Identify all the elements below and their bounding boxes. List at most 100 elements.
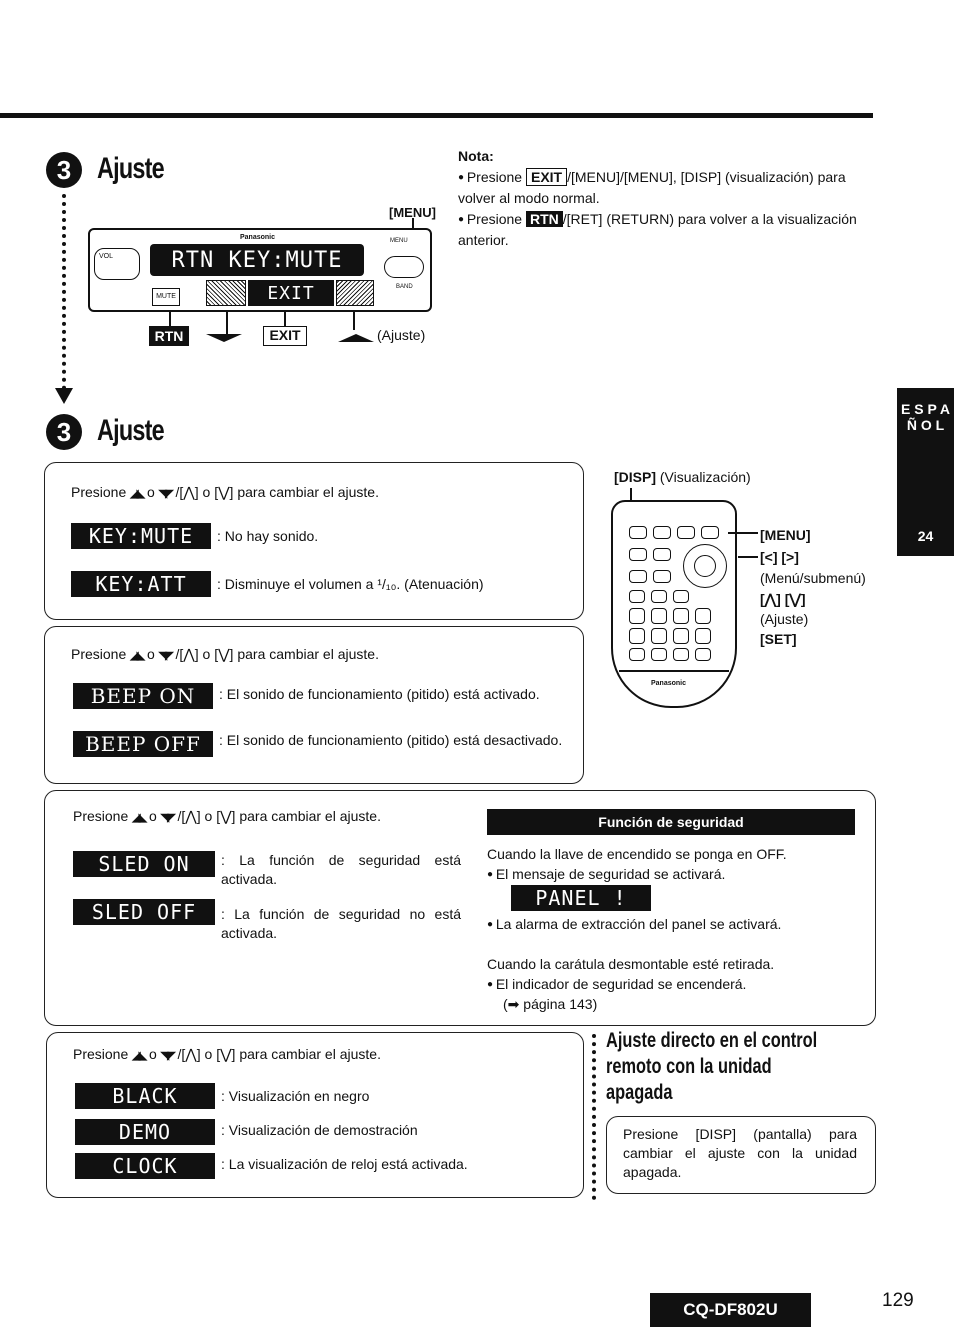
lcd-key-att: KEY:ATT: [71, 571, 211, 597]
disp-label-line: [DISP] (Visualización): [614, 469, 751, 485]
exit-key: EXIT: [263, 326, 307, 346]
security-b3: El indicador de seguridad se encenderá.: [487, 975, 867, 994]
remote-brand: Panasonic: [651, 680, 687, 687]
up-key-icon: ◢◣: [130, 650, 145, 662]
down-key-icon: ◥◤: [158, 488, 174, 500]
menu-small-label: MENU: [390, 238, 408, 244]
remote-disp-button[interactable]: [629, 526, 647, 539]
up-key-icon: ◢◣: [132, 1050, 147, 1062]
nota-title: Nota:: [458, 148, 494, 164]
security-header: Función de seguridad: [487, 809, 855, 835]
lcd-black: BLACK: [75, 1083, 215, 1109]
menu-label: [MENU]: [389, 205, 436, 220]
section-title: Ajuste: [97, 152, 165, 185]
remote-lr-desc: (Menú/submenú): [760, 570, 866, 586]
presione-line: Presione ◢◣ o ◥◤ /[⋀] o [⋁] para cambiar…: [71, 645, 379, 666]
remote-button[interactable]: [629, 548, 647, 561]
ajuste-legend: (Ajuste): [377, 327, 426, 343]
remote-numkey[interactable]: [651, 628, 667, 644]
remote-button[interactable]: [653, 548, 671, 561]
dotted-margin: [592, 1034, 596, 1200]
setting-box-key: Presione ◢◣ o ◥◤ /[⋀] o [⋁] para cambiar…: [44, 462, 584, 620]
rtn-leader: [169, 312, 171, 326]
rtn-key: RTN: [149, 326, 189, 346]
remote-numkey[interactable]: [651, 608, 667, 624]
black-desc: : Visualización en negro: [221, 1088, 370, 1104]
head-unit-faceplate: Panasonic VOL RTN KEY:MUTE MUTE EXIT MEN…: [88, 228, 432, 312]
beep-on-desc: : El sonido de funcionamiento (pitido) e…: [219, 686, 540, 702]
sled-off-desc: : La función de seguridad no está activa…: [221, 906, 461, 941]
remote-ud-desc: (Ajuste): [760, 611, 809, 627]
lcd-panel: PANEL !: [511, 885, 651, 911]
key-att-desc: : Disminuye el volumen a ¹/₁₀. (Atenuaci…: [217, 576, 484, 592]
menu-knob[interactable]: [384, 256, 424, 278]
remote-button[interactable]: [673, 590, 689, 603]
side-tab-page: 24: [917, 528, 934, 544]
down-key-icon: ◥◤: [158, 650, 174, 662]
up-key-icon: ◢◣: [130, 488, 145, 500]
remote-menu-label: [MENU]: [760, 527, 811, 543]
lr-leader: [738, 556, 758, 558]
remote-numkey[interactable]: [695, 648, 711, 661]
security-ref: (➡ página 143): [503, 996, 598, 1012]
up-softkey[interactable]: [336, 280, 374, 306]
down-softkey[interactable]: [206, 280, 246, 306]
lcd-key-mute: KEY:MUTE: [71, 523, 211, 549]
remote-set-label: [SET]: [760, 631, 797, 647]
setting-box-beep: Presione ◢◣ o ◥◤ /[⋀] o [⋁] para cambiar…: [44, 626, 584, 784]
down-key-icon: ◥◤: [160, 812, 176, 824]
remote-menu-button[interactable]: [701, 526, 719, 539]
security-b2: La alarma de extracción del panel se act…: [487, 915, 867, 934]
mute-indicator: MUTE: [152, 288, 180, 306]
remote-button[interactable]: [629, 570, 647, 583]
remote-numkey[interactable]: [629, 608, 645, 624]
remote-numkey[interactable]: [673, 608, 689, 624]
exit-leader: [284, 312, 286, 326]
remote-divider: [619, 670, 729, 672]
remote-numkey[interactable]: [651, 648, 667, 661]
model-badge: CQ-DF802U: [650, 1293, 811, 1327]
up-key-icon: ◢◣: [132, 812, 147, 824]
brand-label: Panasonic: [240, 234, 276, 241]
remote-joystick[interactable]: [683, 544, 727, 588]
presione-line: Presione ◢◣ o ◥◤ /[⋀] o [⋁] para cambiar…: [73, 1045, 381, 1066]
arrow-down-icon: [55, 388, 73, 404]
remote-ud-label: [⋀] [⋁]: [760, 591, 806, 607]
remote-numkey[interactable]: [673, 648, 689, 661]
section-title-2: Ajuste: [97, 414, 165, 447]
remote-numkey[interactable]: [629, 628, 645, 644]
security-p2: Cuando la carátula desmontable esté reti…: [487, 956, 775, 972]
demo-desc: : Visualización de demostración: [221, 1122, 418, 1138]
key-mute-desc: : No hay sonido.: [217, 528, 319, 544]
lcd-clock: CLOCK: [75, 1153, 215, 1179]
presione-line: Presione ◢◣ o ◥◤ /[⋀] o [⋁] para cambiar…: [73, 807, 381, 828]
remote-numkey[interactable]: [673, 628, 689, 644]
step-number-circle: 3: [46, 152, 82, 188]
remote-numkey[interactable]: [695, 608, 711, 624]
setting-box-sled: Presione ◢◣ o ◥◤ /[⋀] o [⋁] para cambiar…: [44, 790, 876, 1026]
rtn-key-inline: RTN: [525, 210, 563, 227]
up-key-icon: [338, 334, 374, 342]
remote-button[interactable]: [653, 570, 671, 583]
security-p1: Cuando la llave de encendido se ponga en…: [487, 846, 787, 862]
lcd-beep-off: BEEP OFF: [73, 731, 213, 757]
down-key-icon: [206, 334, 242, 342]
lcd-sled-on: SLED ON: [73, 851, 215, 877]
remote-button[interactable]: [629, 590, 645, 603]
remote-button[interactable]: [653, 526, 671, 539]
band-label: BAND: [396, 284, 413, 290]
down-key-icon: ◥◤: [160, 1050, 176, 1062]
vol-knob[interactable]: VOL: [94, 248, 140, 280]
language-side-tab: E S P A Ñ O L 24: [897, 388, 954, 556]
remote-button[interactable]: [677, 526, 695, 539]
down-leader: [226, 312, 228, 334]
sled-on-desc: : La función de seguridad está activada.: [221, 852, 461, 887]
remote-numkey[interactable]: [629, 648, 645, 661]
remote-numkey[interactable]: [695, 628, 711, 644]
lcd-beep-on: BEEP ON: [73, 683, 213, 709]
remote-button[interactable]: [651, 590, 667, 603]
side-tab-letters: E S P A Ñ O L: [900, 401, 951, 433]
direct-body: Presione [DISP] (pantalla) para cambiar …: [623, 1126, 857, 1180]
clock-desc: : La visualización de reloj está activad…: [221, 1156, 468, 1172]
presione-line: Presione ◢◣ o ◥◤ /[⋀] o [⋁] para cambiar…: [71, 483, 379, 504]
